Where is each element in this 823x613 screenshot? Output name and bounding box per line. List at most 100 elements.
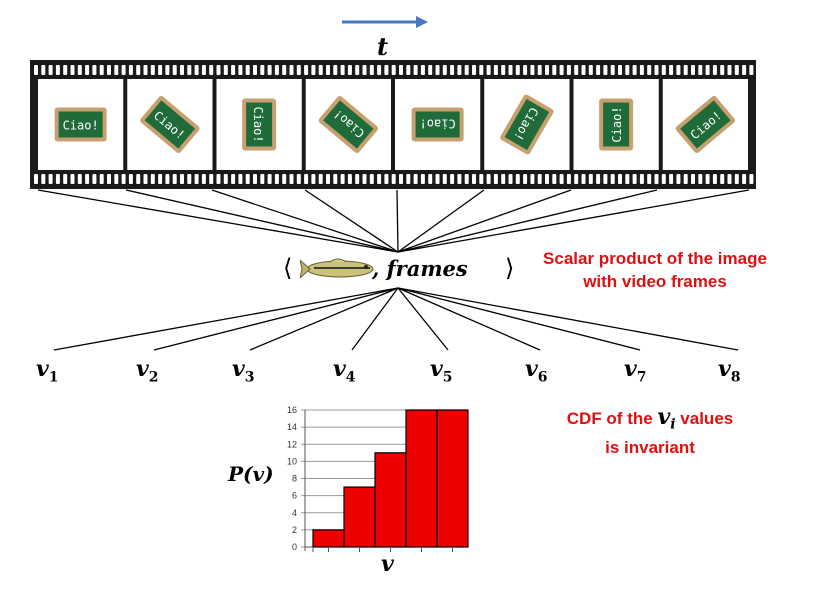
ciao-board: Ciao! <box>500 94 554 155</box>
sprocket-hole-top <box>158 65 163 75</box>
film-strip: Ciao!Ciao!Ciao!Ciao!Ciao!Ciao!Ciao!Ciao! <box>30 60 756 189</box>
sprocket-hole-top <box>501 65 506 75</box>
product-to-value-line <box>53 287 399 351</box>
ciao-board: Ciao! <box>675 95 735 154</box>
sprocket-hole-bottom <box>705 174 710 184</box>
ciao-board-text: Ciao! <box>420 117 456 131</box>
ciao-board: Ciao! <box>411 107 464 142</box>
sprocket-hole-top <box>435 65 440 75</box>
sprocket-hole-bottom <box>362 174 367 184</box>
ciao-board-text: Ciao! <box>251 106 265 142</box>
sprocket-hole-bottom <box>136 174 141 184</box>
sprocket-hole-top <box>734 65 739 75</box>
sprocket-hole-top <box>304 65 309 75</box>
sprocket-hole-bottom <box>683 174 688 184</box>
ciao-board-surface <box>323 100 374 149</box>
sprocket-hole-bottom <box>267 174 272 184</box>
y-tick-label: 6 <box>292 491 297 501</box>
sprocket-hole-top <box>420 65 425 75</box>
frame-to-product-line <box>37 189 399 253</box>
sprocket-hole-bottom <box>552 174 557 184</box>
sprocket-hole-top <box>428 65 433 75</box>
sprocket-hole-bottom <box>41 174 46 184</box>
sprocket-hole-bottom <box>625 174 630 184</box>
sprocket-hole-top <box>727 65 732 75</box>
y-tick-label: 2 <box>292 525 297 535</box>
sprocket-hole-top <box>362 65 367 75</box>
sprocket-hole-bottom <box>545 174 549 184</box>
sprocket-hole-top <box>574 65 579 75</box>
caption-line-1: Scalar product of the image <box>543 249 767 268</box>
ciao-board-surface <box>680 100 731 149</box>
sprocket-hole-top <box>377 65 382 75</box>
sprocket-hole-top <box>625 65 630 75</box>
sprocket-hole-top <box>493 65 498 75</box>
sprocket-hole-bottom <box>450 174 455 184</box>
fish-image <box>300 258 374 279</box>
sprocket-hole-top <box>282 65 287 75</box>
sprocket-hole-top <box>450 65 455 75</box>
sprocket-hole-bottom <box>70 174 75 184</box>
sprocket-hole-top <box>311 65 316 75</box>
sprocket-hole-top <box>588 65 593 75</box>
sprocket-hole-top <box>136 65 141 75</box>
sprocket-hole-bottom <box>326 174 330 184</box>
v-label-1: v1 <box>36 356 59 386</box>
sprocket-hole-bottom <box>150 174 155 184</box>
sprocket-hole-bottom <box>55 174 60 184</box>
sprocket-hole-bottom <box>596 174 601 184</box>
sprocket-hole-top <box>632 65 637 75</box>
product-to-value-line <box>351 287 399 351</box>
sprocket-hole-bottom <box>165 174 170 184</box>
sprocket-hole-top <box>581 65 586 75</box>
sprocket-hole-bottom <box>289 174 294 184</box>
y-tick-label: 0 <box>292 542 297 552</box>
sprocket-hole-top <box>566 65 571 75</box>
sprocket-hole-top <box>165 65 170 75</box>
sprocket-hole-bottom <box>99 174 104 184</box>
sprocket-hole-top <box>391 65 396 75</box>
product-to-value-line <box>153 287 399 351</box>
sprocket-hole-top <box>442 65 447 75</box>
sprocket-hole-top <box>537 65 542 75</box>
sprocket-hole-top <box>201 65 206 75</box>
cdf-note-line-1: CDF of the vi values <box>566 404 734 433</box>
sprocket-hole-top <box>231 65 236 75</box>
sprocket-hole-top <box>150 65 155 75</box>
time-label: t <box>377 32 389 61</box>
sprocket-hole-bottom <box>537 174 542 184</box>
sprocket-hole-top <box>107 65 111 75</box>
sprocket-hole-bottom <box>530 174 535 184</box>
sprocket-hole-bottom <box>698 174 703 184</box>
sprocket-hole-top <box>552 65 557 75</box>
cdf-note: CDF of the vi values is invariant <box>520 406 780 459</box>
sprocket-hole-top <box>289 65 294 75</box>
left-angle-bracket: ⟨ <box>283 254 293 282</box>
sprocket-hole-bottom <box>669 174 674 184</box>
sprocket-hole-top <box>274 65 279 75</box>
sprocket-hole-bottom <box>260 174 265 184</box>
frame-to-product-line <box>397 189 572 253</box>
cdf-bar <box>405 409 438 548</box>
sprocket-hole-top <box>326 65 330 75</box>
sprocket-hole-top <box>464 65 469 75</box>
sprocket-hole-bottom <box>457 174 462 184</box>
sprocket-hole-top <box>515 65 520 75</box>
cdf-bar <box>436 409 469 548</box>
sprocket-hole-bottom <box>610 174 615 184</box>
sprocket-hole-bottom <box>172 174 177 184</box>
sprocket-hole-top <box>223 65 228 75</box>
sprocket-hole-top <box>70 65 75 75</box>
v-label-4: v4 <box>333 356 356 386</box>
sprocket-hole-top <box>267 65 272 75</box>
sprocket-hole-top <box>486 65 491 75</box>
sprocket-hole-bottom <box>194 174 199 184</box>
sprocket-hole-top <box>253 65 257 75</box>
ciao-board: Ciao! <box>242 98 277 151</box>
sprocket-hole-bottom <box>472 174 476 184</box>
sprocket-hole-top <box>194 65 199 75</box>
sprocket-hole-top <box>596 65 601 75</box>
sprocket-hole-bottom <box>369 174 374 184</box>
sprocket-hole-top <box>676 65 681 75</box>
sprocket-hole-top <box>530 65 535 75</box>
